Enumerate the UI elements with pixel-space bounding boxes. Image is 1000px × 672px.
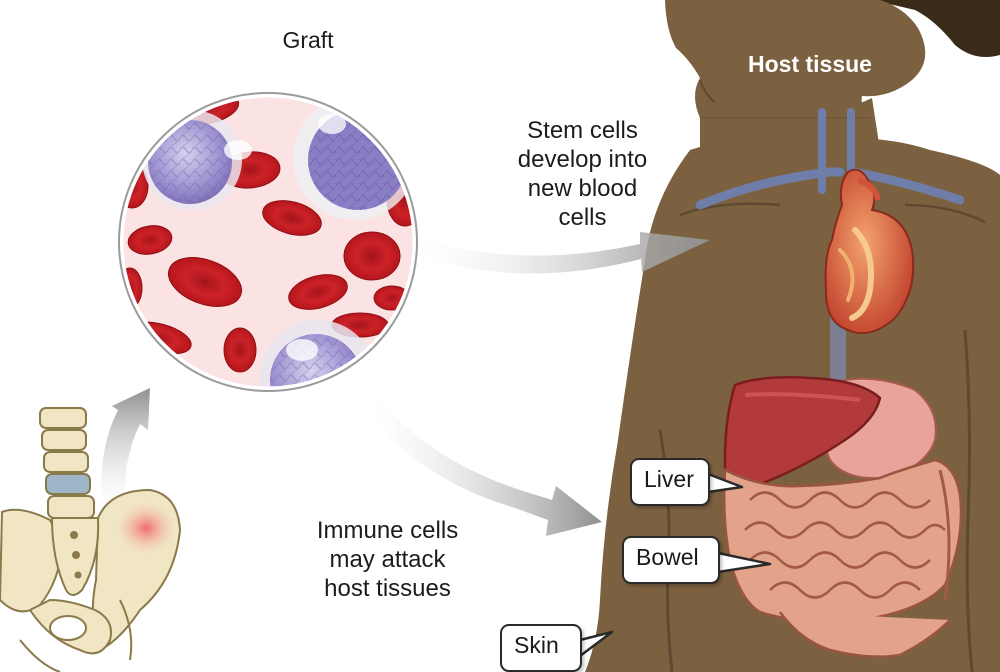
graft-magnification-circle <box>118 92 418 392</box>
stem-cells-line-1: Stem cells <box>527 117 638 144</box>
immune-cells-line-3: host tissues <box>324 575 451 602</box>
skin-callout: Skin <box>500 624 582 672</box>
host-tissue-label: Host tissue <box>748 51 872 77</box>
arrow-graft-to-tissues <box>368 400 602 536</box>
bowel-callout: Bowel <box>622 536 720 584</box>
stem-cells-line-4: cells <box>558 204 607 231</box>
graft-label: Graft <box>282 27 334 53</box>
stem-cell-top-right <box>293 96 415 220</box>
immune-cells-line-2: may attack <box>329 546 446 573</box>
bowel <box>722 458 963 658</box>
stem-cells-line-3: new blood <box>527 175 638 202</box>
arrow-graft-to-host <box>420 232 710 274</box>
stem-cells-caption: Stem cells develop into new blood cells <box>500 116 665 232</box>
heart-icon <box>824 168 915 334</box>
immune-cells-line-1: Immune cells <box>316 517 459 544</box>
immune-cells-caption: Immune cells may attack host tissues <box>300 516 475 603</box>
stem-cells-line-2: develop into <box>517 146 648 173</box>
liver-callout: Liver <box>630 458 710 506</box>
bone-marrow-icon <box>0 407 182 672</box>
arrow-bone-to-graft <box>101 388 150 510</box>
